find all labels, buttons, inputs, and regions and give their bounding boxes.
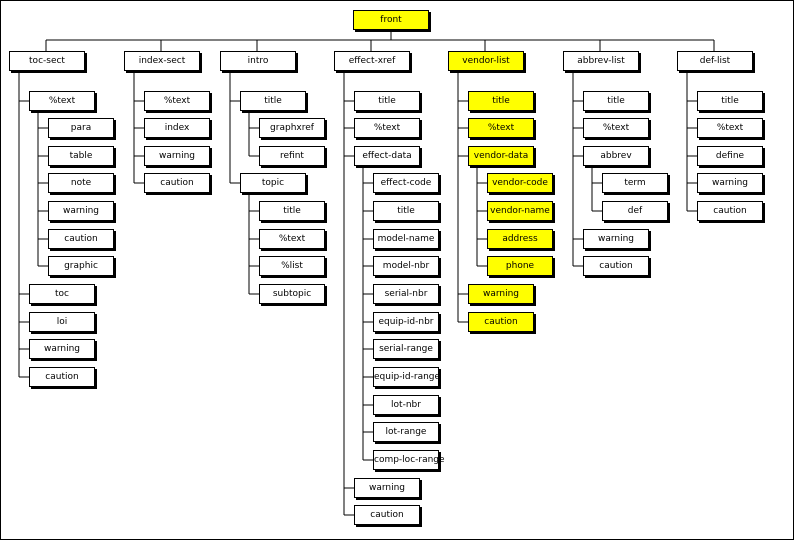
node-front[interactable]: front (353, 10, 429, 30)
node-effect-code[interactable]: effect-code (373, 173, 439, 193)
node-def[interactable]: def (602, 201, 668, 221)
node-caution[interactable]: caution (144, 173, 210, 193)
node-lot-range[interactable]: lot-range (373, 422, 439, 442)
node-pct-text[interactable]: %text (259, 229, 325, 249)
node-address[interactable]: address (487, 229, 553, 249)
node-abbrev[interactable]: abbrev (583, 146, 649, 166)
node-caution[interactable]: caution (48, 229, 114, 249)
node-phone[interactable]: phone (487, 256, 553, 276)
node-define[interactable]: define (697, 146, 763, 166)
node-warning[interactable]: warning (354, 478, 420, 498)
node-vendor-code[interactable]: vendor-code (487, 173, 553, 193)
node-pct-text[interactable]: %text (583, 118, 649, 138)
node-model-nbr[interactable]: model-nbr (373, 256, 439, 276)
node-note[interactable]: note (48, 173, 114, 193)
node-caution[interactable]: caution (697, 201, 763, 221)
node-equip-id-nbr[interactable]: equip-id-nbr (373, 312, 439, 332)
node-index[interactable]: index (144, 118, 210, 138)
node-lot-nbr[interactable]: lot-nbr (373, 395, 439, 415)
node-para[interactable]: para (48, 118, 114, 138)
node-index-sect[interactable]: index-sect (124, 51, 200, 71)
node-pct-text[interactable]: %text (354, 118, 420, 138)
node-caution[interactable]: caution (354, 505, 420, 525)
node-warning[interactable]: warning (697, 173, 763, 193)
node-topic[interactable]: topic (240, 173, 306, 193)
node-pct-text[interactable]: %text (697, 118, 763, 138)
node-warning[interactable]: warning (29, 339, 95, 359)
node-def-list[interactable]: def-list (677, 51, 753, 71)
node-pct-text[interactable]: %text (468, 118, 534, 138)
node-effect-xref[interactable]: effect-xref (334, 51, 410, 71)
node-effect-data[interactable]: effect-data (354, 146, 420, 166)
node-graphic[interactable]: graphic (48, 256, 114, 276)
node-pct-text[interactable]: %text (144, 91, 210, 111)
node-vendor-data[interactable]: vendor-data (468, 146, 534, 166)
node-pct-text[interactable]: %text (29, 91, 95, 111)
node-warning[interactable]: warning (468, 284, 534, 304)
node-caution[interactable]: caution (468, 312, 534, 332)
node-vendor-list[interactable]: vendor-list (448, 51, 524, 71)
node-title[interactable]: title (583, 91, 649, 111)
node-title[interactable]: title (259, 201, 325, 221)
node-title[interactable]: title (373, 201, 439, 221)
node-comp-loc-range[interactable]: comp-loc-range (373, 450, 445, 470)
node-warning[interactable]: warning (583, 229, 649, 249)
node-title[interactable]: title (354, 91, 420, 111)
node-toc[interactable]: toc (29, 284, 95, 304)
node-title[interactable]: title (697, 91, 763, 111)
node-graphxref[interactable]: graphxref (259, 118, 325, 138)
node-vendor-name[interactable]: vendor-name (487, 201, 553, 221)
node-loi[interactable]: loi (29, 312, 95, 332)
node-refint[interactable]: refint (259, 146, 325, 166)
node-table[interactable]: table (48, 146, 114, 166)
node-toc-sect[interactable]: toc-sect (9, 51, 85, 71)
node-equip-id-range[interactable]: equip-id-range (373, 367, 440, 387)
node-pct-list[interactable]: %list (259, 256, 325, 276)
node-title[interactable]: title (240, 91, 306, 111)
node-warning[interactable]: warning (144, 146, 210, 166)
node-subtopic[interactable]: subtopic (259, 284, 325, 304)
node-serial-range[interactable]: serial-range (373, 339, 439, 359)
node-serial-nbr[interactable]: serial-nbr (373, 284, 439, 304)
node-caution[interactable]: caution (583, 256, 649, 276)
node-warning[interactable]: warning (48, 201, 114, 221)
node-caution[interactable]: caution (29, 367, 95, 387)
node-model-name[interactable]: model-name (373, 229, 439, 249)
node-title[interactable]: title (468, 91, 534, 111)
node-abbrev-list[interactable]: abbrev-list (563, 51, 639, 71)
node-term[interactable]: term (602, 173, 668, 193)
node-intro[interactable]: intro (220, 51, 296, 71)
